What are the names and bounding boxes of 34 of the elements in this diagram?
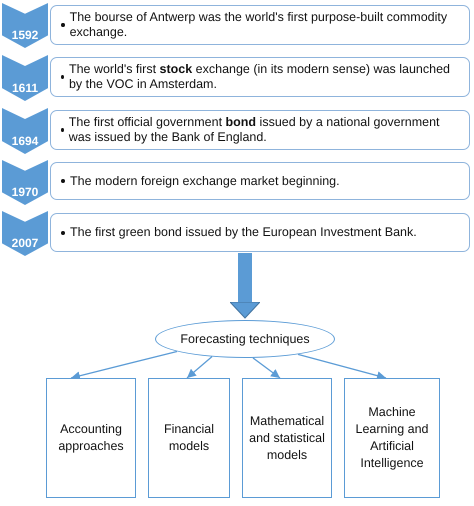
event-box: [50, 5, 470, 45]
technique-label: Mathematical and statistical models: [248, 412, 326, 464]
event-text: The world's first stock exchange (in its modern sense) was launched by the VOC in Amsterdam.: [68, 62, 451, 92]
event-text: The first official government bond issued by a national government was issued by the Bank of England.: [68, 115, 441, 145]
arrow: [252, 357, 280, 379]
topic-label: Forecasting techniques: [180, 330, 310, 348]
event-text: The bourse of Antwerp was the world's first purpose-built commodity exchange.: [70, 10, 448, 40]
event-text: The first green bond issued by the European Investment Bank.: [70, 225, 417, 240]
technique-box: [148, 378, 230, 498]
year-label: 1592: [10, 28, 40, 42]
technique-label: Financial models: [162, 421, 216, 455]
technique-box: [344, 378, 440, 498]
arrow: [298, 354, 386, 380]
event-box: [50, 162, 470, 200]
event-box: [50, 57, 470, 97]
year-label: 1970: [10, 185, 40, 199]
technique-box: [46, 378, 136, 498]
technique-box: [242, 378, 332, 498]
event-box: [50, 213, 470, 252]
year-banner: [2, 211, 48, 256]
block-arrow: [230, 253, 260, 318]
arrow: [186, 356, 212, 378]
year-banner: [2, 55, 48, 101]
arrow: [70, 350, 178, 380]
year-label: 2007: [10, 236, 40, 250]
event-box: [50, 110, 470, 150]
year-label: 1611: [10, 81, 40, 95]
technique-label: Machine Learning and Artificial Intelligence: [354, 404, 430, 472]
technique-label: Accounting approaches: [57, 421, 125, 455]
event-text: The modern foreign exchange market beginning.: [70, 174, 340, 188]
year-banner: [2, 3, 48, 48]
year-banner: [2, 160, 48, 205]
year-banner: [2, 108, 48, 154]
year-label: 1694: [10, 134, 40, 148]
